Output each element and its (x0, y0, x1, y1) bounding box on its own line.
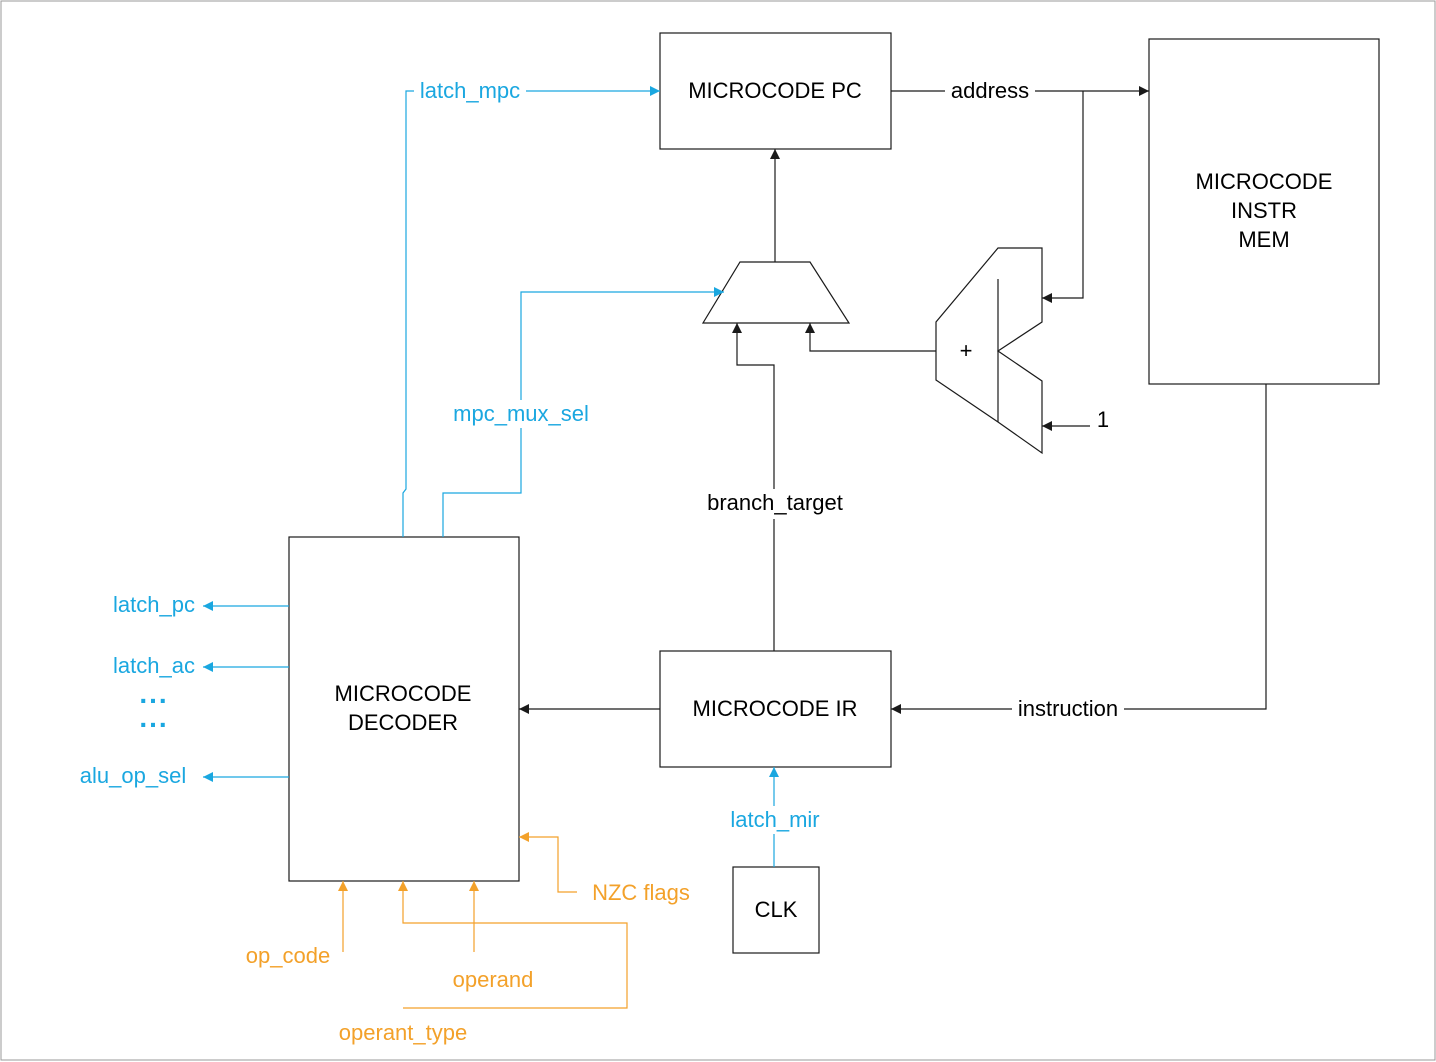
nzc-flags-label: NZC flags (592, 880, 690, 905)
operant-type-wire (398, 881, 628, 1009)
mem-label-line-3: MEM (1238, 227, 1289, 252)
branch-target-wire (732, 323, 775, 651)
microcode-pc-label: MICROCODE PC (688, 78, 862, 103)
adder-plus-sign: + (960, 338, 973, 363)
mem-label-line-2: INSTR (1231, 198, 1297, 223)
nzc-flags-wire (519, 832, 577, 893)
instruction-wire (891, 384, 1267, 714)
microcode-ir-block: MICROCODE IR (659, 650, 892, 768)
address-label: address (951, 78, 1029, 103)
latch-mpc-label: latch_mpc (420, 78, 520, 103)
more-outputs-ellipsis-2: ... (139, 702, 168, 733)
latch-mir-label: latch_mir (730, 807, 819, 832)
address-to-adder-wire (1042, 91, 1084, 303)
instruction-label: instruction (1018, 696, 1118, 721)
microcode-pc-block: MICROCODE PC (659, 32, 892, 150)
mpc-mux-sel-label: mpc_mux_sel (453, 401, 589, 426)
latch-pc-label: latch_pc (113, 592, 195, 617)
mem-label-line-1: MICROCODE (1196, 169, 1333, 194)
latch-mpc-wire (402, 86, 660, 537)
operand-label: operand (453, 967, 534, 992)
branch-target-label: branch_target (707, 490, 843, 515)
microcode-instr-mem-block: MICROCODE INSTR MEM (1148, 38, 1380, 385)
clk-label: CLK (755, 897, 798, 922)
decoder-label-line-1: MICROCODE (335, 681, 472, 706)
latch-ac-label: latch_ac (113, 653, 195, 678)
mpc-multiplexer (701, 261, 851, 324)
alu-op-sel-label: alu_op_sel (80, 763, 186, 788)
operant-type-label: operant_type (339, 1020, 467, 1045)
more-outputs-ellipsis-1: ... (139, 678, 168, 709)
microcode-decoder-block: MICROCODE DECODER (288, 536, 520, 882)
clk-block: CLK (732, 866, 820, 954)
op-code-label: op_code (246, 943, 330, 968)
adder-block (935, 247, 1043, 455)
decoder-label-line-2: DECODER (348, 710, 458, 735)
microcode-ir-label: MICROCODE IR (693, 696, 858, 721)
adder-to-mux-wire (805, 323, 936, 352)
mpc-mux-sel-wire (442, 287, 724, 537)
const-one-label: 1 (1097, 407, 1109, 432)
